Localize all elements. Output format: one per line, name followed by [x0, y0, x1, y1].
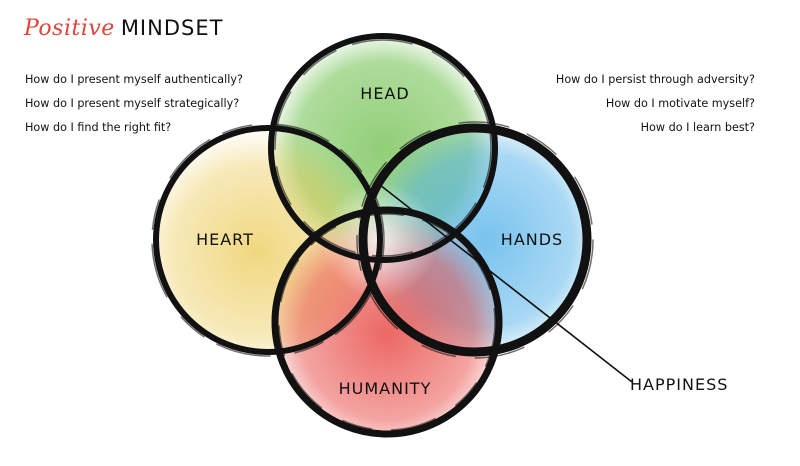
title-main-word: MINDSET — [120, 16, 224, 40]
right-question-3: How do I learn best? — [640, 121, 755, 134]
heart-ring-texture — [151, 123, 385, 357]
happiness-label: HAPPINESS — [630, 375, 728, 394]
left-question-1: How do I present myself authentically? — [25, 73, 243, 86]
humanity-ring-texture — [278, 213, 496, 431]
hands-ring — [358, 123, 592, 357]
left-question-2: How do I present myself strategically? — [25, 97, 240, 110]
title-script-word: Positive — [24, 16, 115, 41]
right-question-1: How do I persist through adversity? — [555, 73, 755, 86]
left-questions-list: How do I present myself authentically? H… — [25, 68, 243, 140]
left-question-3: How do I find the right fit? — [25, 121, 172, 134]
humanity-ring — [271, 206, 503, 438]
humanity-label: HUMANITY — [339, 379, 432, 398]
heart-label: HEART — [196, 230, 254, 249]
hands-label: HANDS — [501, 230, 563, 249]
page-title: Positive MINDSET — [24, 16, 223, 41]
happiness-pointer-line — [379, 184, 633, 383]
head-label: HEAD — [360, 84, 409, 103]
hands-ring-texture — [356, 121, 594, 359]
right-question-2: How do I motivate myself? — [605, 97, 755, 110]
heart-ring — [153, 125, 383, 355]
right-questions-list: How do I persist through adversity? How … — [556, 68, 755, 140]
